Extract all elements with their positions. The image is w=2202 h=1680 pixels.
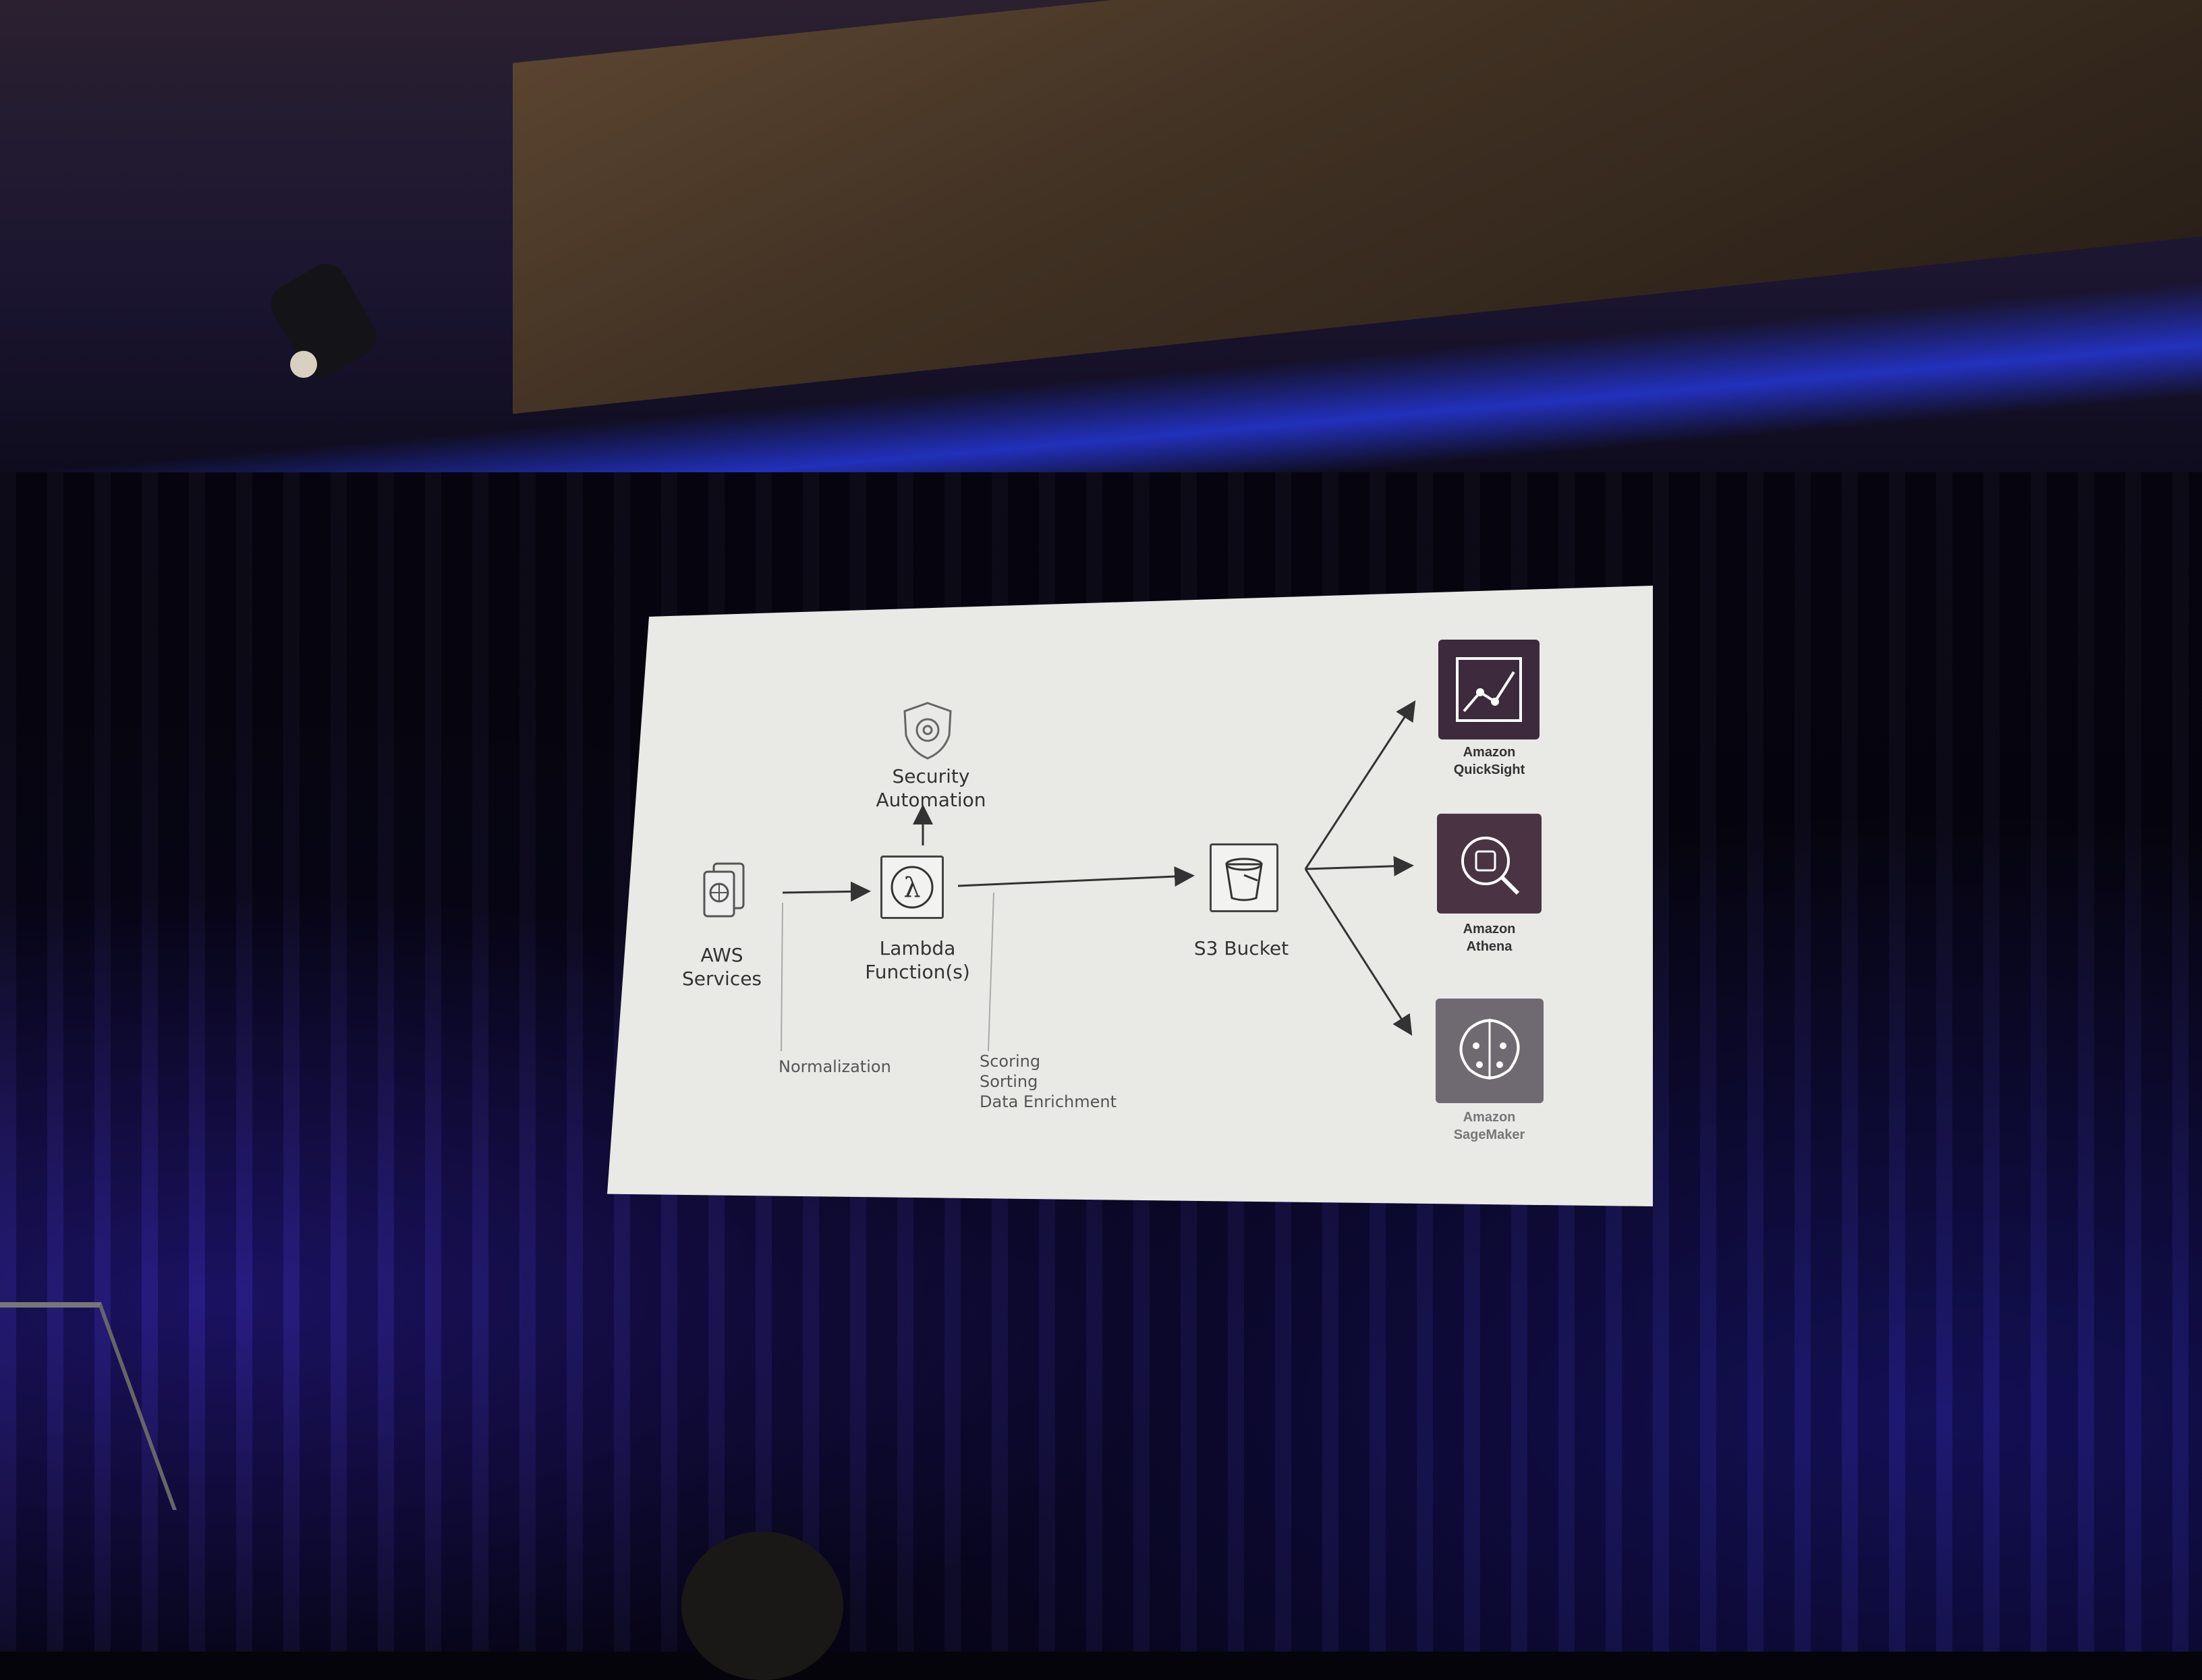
arrow-s3-to-sagemaker — [1304, 868, 1413, 1036]
lambda-label: Lambda Function(s) — [865, 937, 970, 983]
arrow-lambda-to-s3 — [957, 866, 1195, 887]
arrow-aws-to-lambda — [782, 881, 871, 902]
lambda-icon: λ — [880, 856, 944, 919]
normalization-leader — [781, 902, 783, 1052]
aws-services-label: AWS Services — [681, 944, 762, 990]
s3-bucket-icon — [1210, 843, 1278, 912]
security-automation-label: Security Automation — [876, 765, 986, 811]
ceiling — [0, 0, 2202, 589]
arrow-s3-to-athena — [1305, 856, 1414, 876]
svg-text:λ: λ — [903, 872, 920, 903]
athena-label: Amazon Athena — [1463, 922, 1516, 954]
athena-icon — [1437, 814, 1542, 914]
normalization-label: Normalization — [779, 1057, 891, 1076]
sagemaker-label: Amazon SageMaker — [1453, 1110, 1525, 1142]
s3-bucket-label: S3 Bucket — [1193, 937, 1289, 959]
spotlight-lens — [290, 351, 317, 378]
quicksight-label: Amazon QuickSight — [1453, 745, 1525, 777]
arrow-s3-to-quicksight — [1304, 700, 1416, 870]
projection-screen: AWS Services Security Automation λ Lambd… — [607, 586, 1653, 1206]
quicksight-icon — [1438, 640, 1540, 739]
shield-gear-icon — [901, 700, 955, 761]
aws-services-icon — [702, 862, 749, 923]
sagemaker-icon — [1436, 999, 1544, 1103]
scoring-label: Scoring Sorting Data Enrichment — [980, 1052, 1117, 1111]
audience-member-head — [681, 1532, 843, 1680]
scoring-leader — [988, 892, 994, 1052]
diagram-arrows — [781, 700, 1416, 1052]
